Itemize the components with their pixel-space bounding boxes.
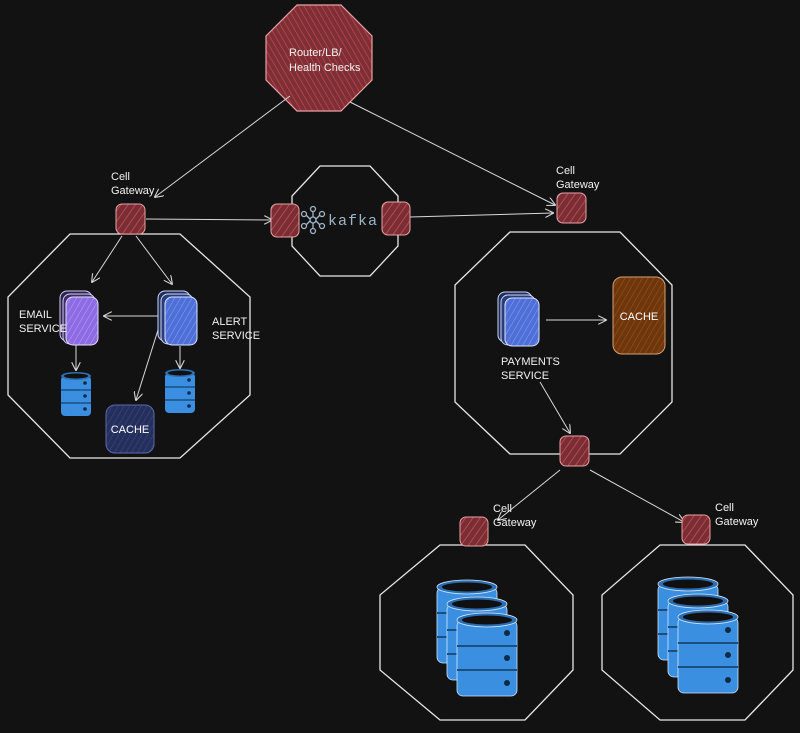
cell-a-cache: CACHE [105,404,155,454]
cell-d-gateway-label-line1: Cell [715,502,734,514]
cell-c-gateway [459,516,489,547]
payments-service-icon [497,291,540,347]
cell-d-database-stack [657,576,739,694]
cell-a-gateway-label-line1: Cell [111,171,130,183]
cell-a-cache-label: CACHE [111,424,150,436]
kafka-label: kafka [328,213,378,230]
cell-d-database-icon-3 [677,609,739,694]
email-database-icon [60,371,92,417]
router-label-line1: Router/LB/ [289,47,343,59]
cell-c-gateway-label-line1: Cell [493,503,512,515]
cell-b-cache: CACHE [612,276,666,355]
cell-a-boundary [7,233,251,459]
alert-service-label-line2: SERVICE [212,330,260,342]
email-service-icon [59,290,99,346]
kafka-egress-port [381,201,411,236]
email-service-label-line2: SERVICE [19,323,67,335]
payments-service-label-line2: SERVICE [501,370,549,382]
cell-b-egress-gateway [559,435,590,467]
router-label-line2: Health Checks [289,62,361,74]
cell-d-gateway-label-line2: Gateway [715,516,759,528]
cell-c-gateway-label-line2: Gateway [493,517,537,529]
router-node: Router/LB/ Health Checks [265,4,373,112]
cell-b-gateway-label-line1: Cell [556,165,575,177]
cell-a-gateway [115,203,146,235]
cell-c-database-stack [436,579,518,697]
email-service-label-line1: EMAIL [19,309,52,321]
cell-b-gateway-label-line2: Gateway [556,179,600,191]
cell-d-boundary [601,544,794,721]
cell-b-cache-label: CACHE [620,311,659,323]
kafka-logo-icon [300,205,326,235]
connectors [76,95,684,522]
cell-c-database-icon-3 [456,612,518,697]
cell-d-gateway [681,514,711,545]
alert-database-icon [164,368,196,414]
kafka-ingress-port [270,203,300,238]
cell-a-gateway-label-line2: Gateway [111,185,155,197]
alert-service-label-line1: ALERT [212,316,248,328]
cell-c-boundary [379,544,574,721]
payments-service-label-line1: PAYMENTS [501,356,560,368]
alert-service-icon [157,290,198,346]
cell-b-gateway [556,192,587,224]
cell-b-boundary [454,231,673,455]
